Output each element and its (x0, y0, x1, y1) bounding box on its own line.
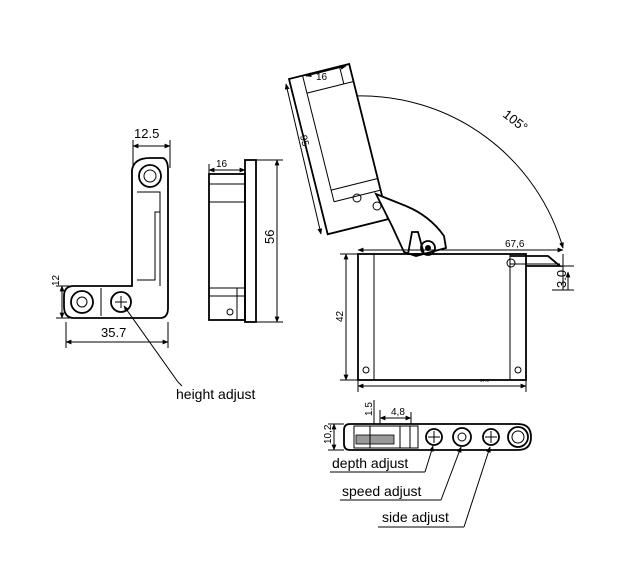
dim-side-foot-length: 35.7 (101, 325, 126, 340)
speed-adjust-screw-icon (452, 427, 472, 447)
dim-body-length: 57.6 (480, 378, 489, 383)
hinge-arm (287, 62, 389, 236)
dim-front-width: 16 (216, 159, 228, 170)
side-view: 12.5 12 35.7 height adjust (51, 126, 256, 402)
top-plate-outline (343, 423, 532, 451)
dim-top-offset: 1.5 (364, 402, 375, 416)
depth-adjust-screw-icon (425, 428, 443, 446)
side-bracket-outline (63, 157, 169, 319)
foot-hole-icon (70, 290, 94, 314)
dim-arm-width: 16 (316, 72, 328, 83)
dim-side-foot-height: 12 (51, 274, 62, 286)
front-plate (244, 159, 257, 323)
dim-body-height: 42 (335, 310, 346, 322)
front-body (208, 173, 246, 321)
dim-offset: 3.0 (554, 270, 569, 288)
callout-depth-adjust: depth adjust (332, 455, 408, 471)
dim-overall-length: 67,6 (505, 239, 525, 250)
dim-opening-angle: 105° (500, 107, 530, 135)
top-view: 1.5 4,8 10,2 depth adjust spee (323, 400, 532, 528)
dim-side-width: 12.5 (134, 126, 159, 141)
dim-arm-length: 95 (297, 134, 310, 148)
dim-top-height: 10,2 (323, 424, 334, 444)
end-hole-icon (507, 426, 529, 448)
height-adjust-screw-icon (110, 291, 132, 313)
callout-speed-adjust: speed adjust (342, 483, 422, 499)
side-adjust-screw-icon (482, 428, 500, 446)
hinge-base-body (357, 253, 527, 381)
callout-height-adjust: height adjust (176, 386, 256, 402)
open-hinge-view: 105° 16 95 67,6 (284, 62, 574, 392)
front-view: 16 56 (208, 159, 283, 323)
dim-front-height: 56 (262, 230, 277, 244)
dim-top-width: 4,8 (391, 407, 405, 418)
callout-side-adjust: side adjust (382, 509, 449, 525)
opening-angle-arc (355, 95, 564, 249)
top-hole-icon (138, 164, 162, 188)
